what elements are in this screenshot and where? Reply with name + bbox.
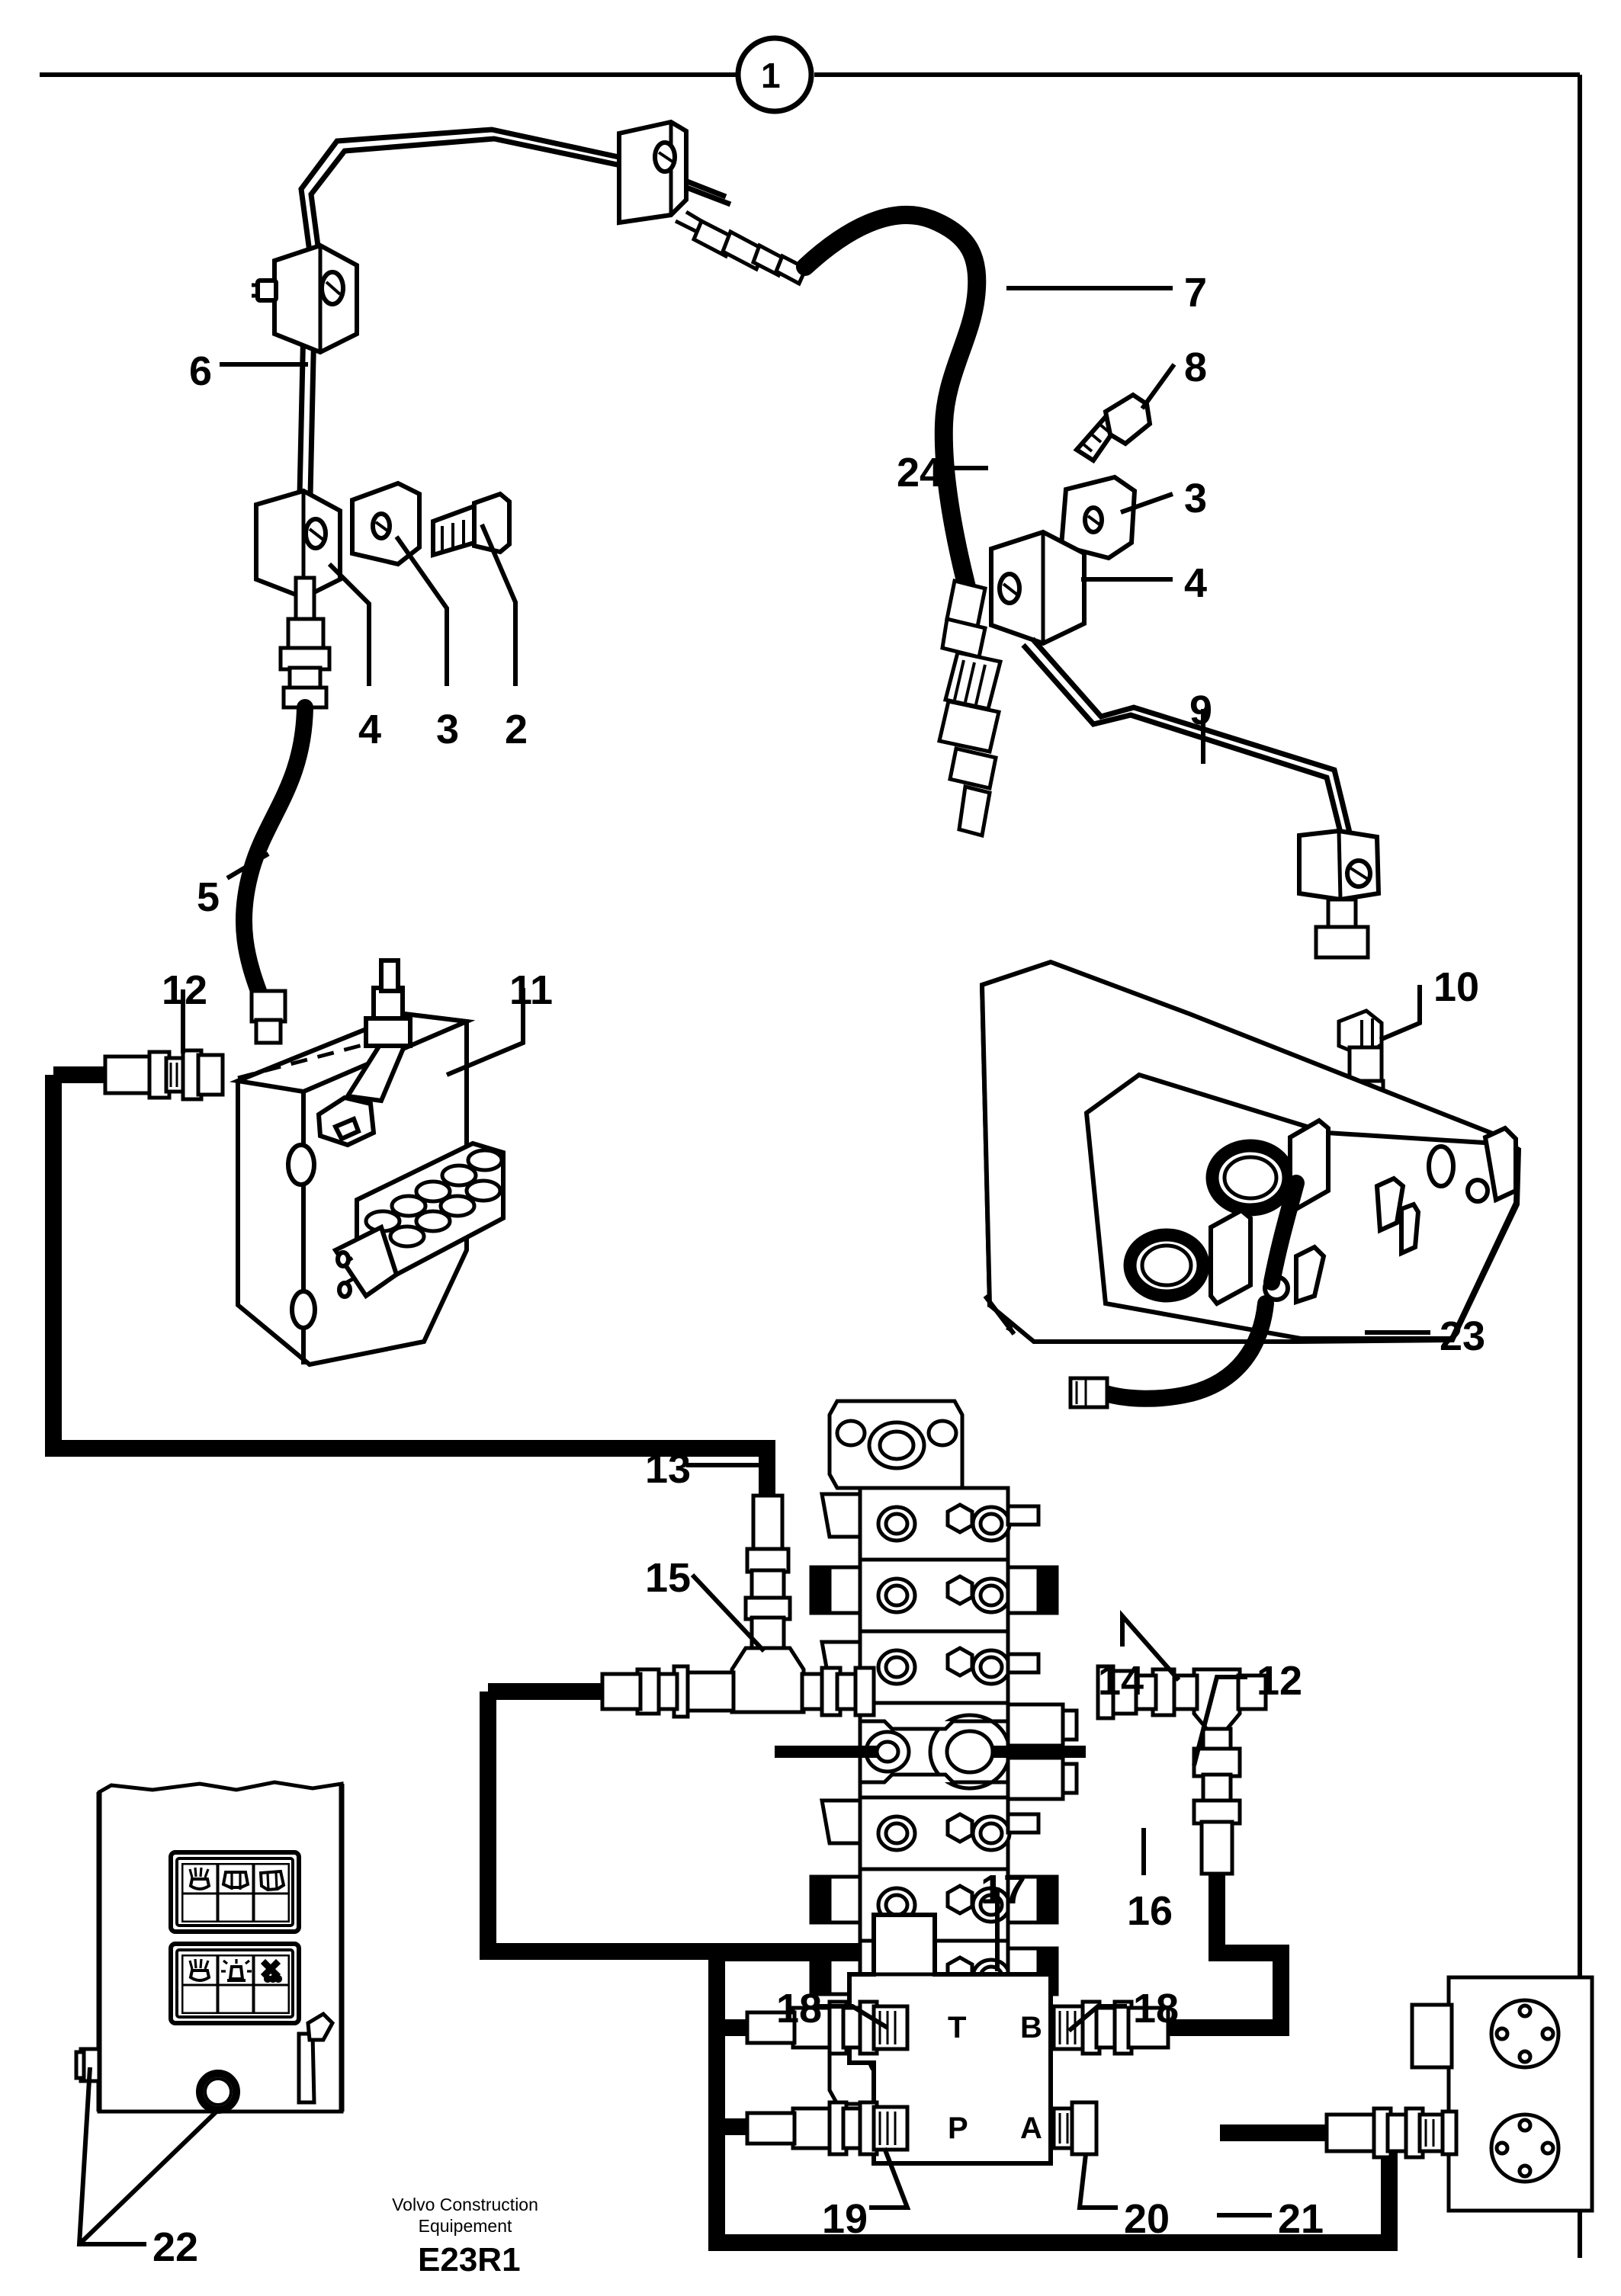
callout-2: 2: [505, 707, 528, 752]
figure-number: 1: [761, 56, 781, 95]
hose-left-loop: [708, 1945, 860, 2028]
callout-13: 13: [645, 1446, 692, 1492]
callout-12-left: 12: [162, 967, 208, 1013]
callout-11: 11: [509, 967, 554, 1013]
bucket-clamp-icon: [221, 1871, 250, 1890]
callout-6: 6: [189, 348, 213, 394]
hose-fitting-5: [278, 576, 332, 710]
callout-4-left: 4: [358, 707, 382, 752]
hose-5-end-fitting: [249, 989, 287, 1045]
quick-attach-bracket-23: [979, 959, 1522, 1345]
hose-16: [1119, 1874, 1289, 2036]
callout-10: 10: [1433, 964, 1480, 1010]
plug-20-A: [1051, 2100, 1099, 2157]
tube-9: [1021, 637, 1354, 840]
sheet-border: [40, 72, 1582, 2258]
fitting-below-tube9: [1314, 897, 1370, 960]
callout-leaders: [76, 286, 1430, 2246]
switch-row-2-icons: [181, 1954, 290, 2014]
hose-23-end-fitting: [1068, 1376, 1109, 1409]
tee-fitting-15: [600, 1646, 876, 1719]
quick-coupler-12-left: [103, 1048, 225, 1102]
callout-14: 14: [1098, 1658, 1144, 1704]
hose-5: [235, 699, 313, 1013]
callout-3-right: 3: [1184, 476, 1208, 521]
drawing-code: E23R1: [418, 2241, 521, 2278]
callout-18-right: 18: [1133, 1986, 1180, 2031]
clamp-block-right: [989, 529, 1087, 646]
clamp-block-tube9: [1297, 828, 1382, 903]
port-label-A: A: [1020, 2112, 1042, 2145]
clamp-block-upper-left: [252, 242, 359, 355]
hose-7-end-fitting: [940, 578, 987, 660]
callout-17: 17: [981, 1867, 1027, 1913]
manufacturer-line-1: Volvo Construction: [392, 2195, 538, 2214]
hose-7: [796, 205, 987, 596]
callout-7: 7: [1184, 270, 1208, 316]
bucket-open-icon: [188, 1867, 211, 1890]
banjo-bolt-right: [1073, 392, 1153, 464]
callout-20: 20: [1124, 2196, 1170, 2242]
callout-12-right: 12: [1257, 1658, 1303, 1704]
port-label-P: P: [948, 2112, 968, 2145]
callout-19: 19: [822, 2196, 868, 2242]
callout-23: 23: [1440, 1313, 1486, 1359]
valve-bracket-11: [229, 958, 506, 1368]
switch-row-1-icons: [181, 1863, 290, 1922]
callout-22: 22: [152, 2224, 199, 2270]
port-label-T: T: [948, 2011, 967, 2044]
bucket-tilt-icon: [258, 1869, 286, 1892]
adapter-fitting-24: [936, 650, 1003, 839]
hose-23-lower: [1097, 1295, 1274, 1407]
callout-15: 15: [645, 1555, 692, 1601]
hose-T-run: [708, 2019, 747, 2135]
hose-21-end-fitting: [1324, 2106, 1451, 2160]
callout-8: 8: [1184, 345, 1208, 390]
bucket-open-icon: [188, 1958, 211, 1982]
callout-21: 21: [1278, 2196, 1324, 2242]
callout-3-left: 3: [436, 707, 460, 752]
callout-4-right: 4: [1184, 560, 1208, 606]
selector-valve-17: [847, 1913, 1053, 2166]
callout-16: 16: [1127, 1888, 1173, 1934]
callout-18-left: 18: [776, 1986, 823, 2031]
hose-fitting-top: [691, 218, 809, 287]
port-label-B: B: [1020, 2011, 1042, 2044]
callout-24: 24: [897, 450, 943, 495]
attach-direction-arrow: [983, 1294, 1016, 1336]
callout-9: 9: [1189, 688, 1213, 733]
hose-16-left-run: [480, 1692, 860, 1960]
quick-coupler-19-P: [745, 2100, 910, 2157]
hose-13-end-fitting: [743, 1493, 792, 1650]
clamp-block-top: [617, 119, 711, 236]
figure-number-circle: [735, 35, 814, 114]
hose-23-upper: [1263, 1175, 1305, 1291]
banjo-bolt-left: [431, 491, 512, 559]
hydraulic-block-right: [1410, 1975, 1594, 2213]
callout-5: 5: [197, 874, 220, 920]
hose-13: [45, 1075, 775, 1497]
manufacturer-line-2: Equipement: [418, 2216, 512, 2236]
hammer-breaker-icon: [260, 1958, 283, 1983]
beacon-light-icon: [221, 1959, 252, 1982]
